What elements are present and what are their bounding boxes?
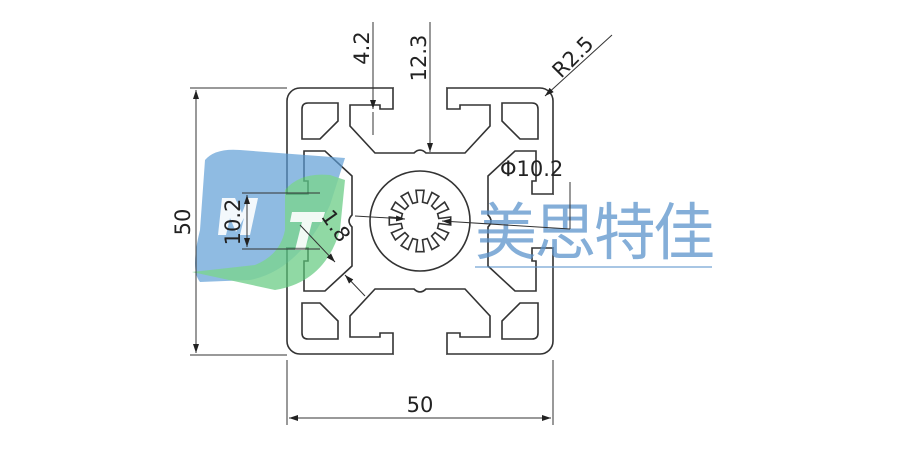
center-hole-label: Φ10.2: [500, 157, 563, 181]
corner-pocket: [301, 102, 339, 140]
width-label: 50: [407, 393, 434, 417]
corner-radius-label: R2.5: [548, 32, 599, 83]
slot-width-label: 10.2: [221, 199, 245, 246]
dimension-lines: [190, 22, 613, 425]
t-slot: [349, 86, 491, 154]
slot-depth-label: 12.3: [407, 35, 431, 82]
height-label: 50: [171, 209, 195, 236]
lip-depth-label: 4.2: [350, 31, 374, 64]
aluminum-profile: [285, 86, 555, 356]
center-core: [369, 170, 471, 272]
watermark-text: 美思特佳: [475, 196, 715, 269]
center-hole: [388, 189, 452, 253]
